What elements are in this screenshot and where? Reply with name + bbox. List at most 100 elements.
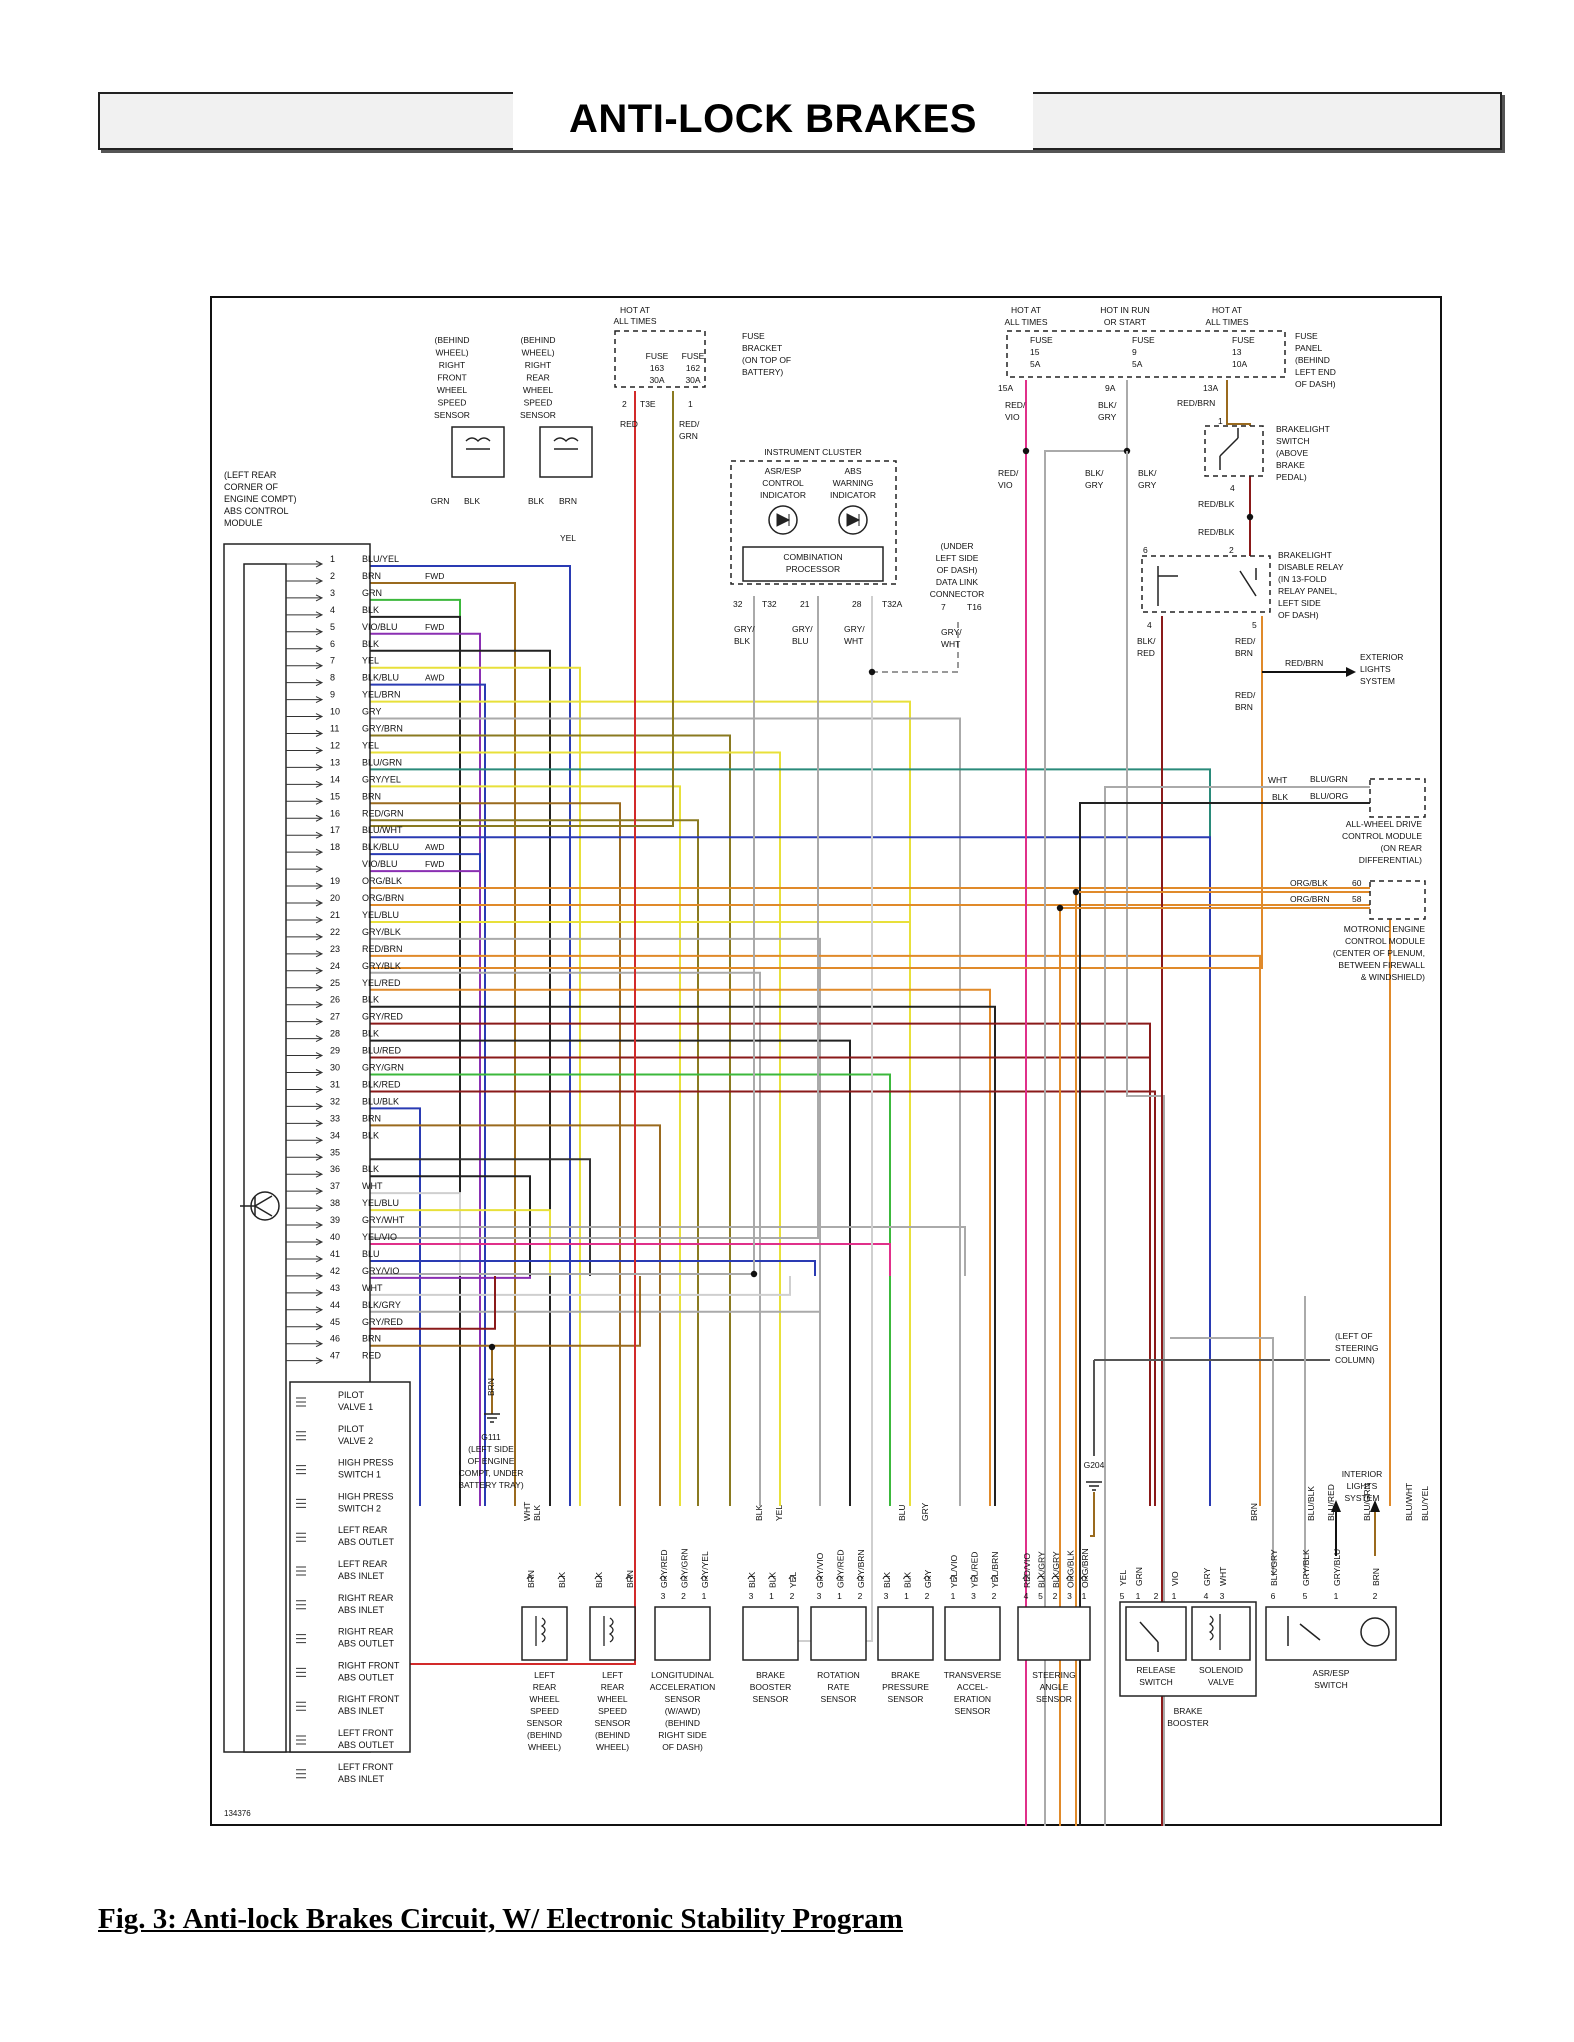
- diagram-label: RED/: [1235, 636, 1256, 646]
- diagram-label: YEL/VIO: [949, 1555, 959, 1588]
- diagram-label: 28: [852, 599, 862, 609]
- pin-wire-color: GRY/RED: [362, 1317, 403, 1327]
- connector-icon: [949, 1575, 957, 1580]
- diagram-label: WHEEL: [529, 1694, 560, 1704]
- diagram-label: 10A: [1232, 359, 1247, 369]
- diagram-label: BRN: [1235, 648, 1253, 658]
- wire-red-fuse163: [328, 391, 636, 1665]
- diagram-label: PANEL: [1295, 343, 1323, 353]
- pin-wire-color: VIO/BLU: [362, 859, 398, 869]
- splice-dot: [488, 1343, 496, 1351]
- diagram-label: RED/VIO: [1022, 1553, 1032, 1588]
- pin-wire-22: [328, 937, 821, 1506]
- diagram-label: WHT: [1218, 1567, 1228, 1586]
- pin-number: 33: [330, 1113, 340, 1123]
- pin-wire-43: [328, 1276, 791, 1296]
- diagram-label: STEERING: [1032, 1670, 1075, 1680]
- diagram-label: EXTERIOR: [1360, 652, 1403, 662]
- diagram-label: 3: [661, 1591, 666, 1601]
- diagram-label: BRN: [486, 1378, 496, 1396]
- pin-arrow: [286, 763, 324, 771]
- rf-sensor-box: [451, 426, 505, 478]
- component-0: [521, 1606, 568, 1661]
- pin-wire-20: [328, 904, 1391, 1506]
- diagram-label: SENSOR: [888, 1694, 924, 1704]
- diagram-label: 2: [992, 1591, 997, 1601]
- connector-icon: [836, 1575, 843, 1580]
- diagram-label: 2: [1373, 1591, 1378, 1601]
- connector-icon: [1051, 1575, 1059, 1580]
- pin-number: 21: [330, 910, 340, 920]
- diagram-label: BLK: [1272, 792, 1288, 802]
- diagram-label: ABS: [844, 466, 861, 476]
- pin-wire-color: BLU/WHT: [362, 825, 403, 835]
- asr-switch-icon: [1287, 1616, 1321, 1646]
- diagram-label: LEFT SIDE: [1278, 598, 1321, 608]
- page-banner: ANTI-LOCK BRAKES: [98, 88, 1502, 150]
- valve-coil-icon: [296, 1634, 306, 1644]
- valve-label: ABS INLET: [338, 1571, 385, 1581]
- valve-label: ABS OUTLET: [338, 1639, 395, 1649]
- diagram-label: WHT: [844, 636, 863, 646]
- valve-label: ABS INLET: [338, 1706, 385, 1716]
- pin-arrow: [286, 831, 324, 839]
- diagram-label: BLK: [464, 496, 480, 506]
- connector-icon: [1037, 1575, 1044, 1580]
- diagram-label: HOT IN RUN: [1100, 305, 1149, 315]
- diagram-label: BLK: [903, 1572, 913, 1588]
- diagram-label: BATTERY TRAY): [458, 1480, 524, 1490]
- pin-number: 45: [330, 1317, 340, 1327]
- diagram-label: BLU: [792, 636, 809, 646]
- diagram-label: FUSE: [1232, 335, 1255, 345]
- diagram-label: SWITCH: [1276, 436, 1310, 446]
- diagram-label: (BEHIND: [527, 1730, 562, 1740]
- valve-coil-icon: [296, 1397, 306, 1407]
- valve-coil-icon: [296, 1701, 306, 1711]
- diagram-label: BATTERY): [742, 367, 783, 377]
- diagram-label: DISABLE RELAY: [1278, 562, 1344, 572]
- solenoid-valve-box: [1191, 1606, 1251, 1661]
- diagram-label: YEL: [1118, 1570, 1128, 1586]
- diagram-label: GRY/GRN: [680, 1548, 690, 1588]
- diagram-label: INTERIOR: [1342, 1469, 1383, 1479]
- connector-icon: [700, 1575, 708, 1580]
- pin-arrow: [286, 730, 324, 737]
- diagram-label: 30A: [685, 375, 700, 385]
- diagram-label: GRY: [923, 1569, 933, 1588]
- abs-module-label: (LEFT REAR: [224, 470, 277, 480]
- pin-number: 16: [330, 808, 340, 818]
- pin-arrow: [286, 899, 324, 907]
- wire-dlc: [872, 618, 959, 673]
- valve-label: HIGH PRESS: [338, 1458, 394, 1468]
- diagram-label: GRN: [1134, 1567, 1144, 1586]
- fuse-panel-box: [1006, 330, 1286, 378]
- pin-wire-color: BLU: [362, 1249, 380, 1259]
- diagram-label: BLU: [897, 1504, 907, 1521]
- diagram-label: LEFT END: [1295, 367, 1336, 377]
- diagram-label: BRAKE: [1174, 1706, 1203, 1716]
- diagram-label: BLK/GRY: [1037, 1551, 1047, 1588]
- diagram-label: SYSTEM: [1360, 676, 1395, 686]
- diagram-label: BLK: [734, 636, 750, 646]
- diagram-label: 7: [941, 602, 946, 612]
- diagram-label: 6: [1271, 1591, 1276, 1601]
- pin-wire-color: YEL/BLU: [362, 910, 399, 920]
- valve-coil-icon: [296, 1667, 306, 1677]
- pin-number: 41: [330, 1249, 340, 1259]
- pin-arrow: [286, 1187, 324, 1195]
- pin-arrow: [286, 1119, 324, 1127]
- diagram-label: LONGITUDINAL: [651, 1670, 714, 1680]
- pin-arrow: [286, 1357, 324, 1365]
- component-1: [589, 1606, 636, 1661]
- pin-arrow: [286, 933, 324, 941]
- diagram-label: & WINDSHIELD): [1361, 972, 1425, 982]
- wire-asr-blkgry: [1170, 1337, 1274, 1576]
- diagram-label: RED/: [1235, 690, 1256, 700]
- pin-note: AWD: [425, 673, 445, 683]
- pin-wire-color: GRY/VIO: [362, 1266, 399, 1276]
- pin-number: 7: [330, 656, 335, 666]
- pin-arrow: [286, 1255, 324, 1263]
- diagram-label: 5A: [1030, 359, 1041, 369]
- diagram-label: REAR: [601, 1682, 625, 1692]
- pin-wire-color: BLK/GRY: [362, 1300, 401, 1310]
